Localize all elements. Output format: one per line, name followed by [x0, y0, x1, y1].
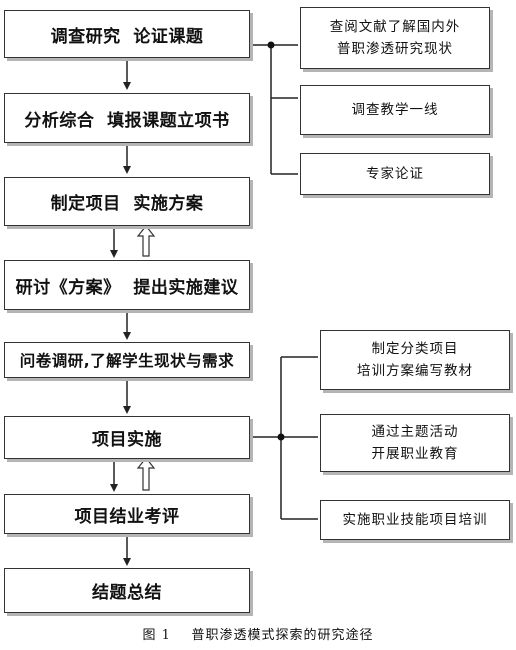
side-mid-1-line-1: 制定分类项目 [371, 341, 459, 357]
figure-caption: 图 1 普职渗透模式探索的研究途径 [142, 628, 374, 643]
step-7-label: 项目结业考评 [74, 506, 180, 527]
side-top-1-line-1: 查阅文献了解国内外 [329, 19, 461, 35]
top-bracket-node [267, 41, 275, 49]
side-mid-3-line-1: 实施职业技能项目培训 [342, 512, 488, 528]
step-1-box: 调查研究 论证课题 [4, 10, 250, 58]
side-mid-1-line-2: 培训方案编写教材 [357, 363, 473, 379]
step-2-box: 分析综合 填报课题立项书 [4, 93, 250, 143]
step-4-label: 研讨《方案》 提出实施建议 [15, 277, 239, 298]
feedback-arrow-4-3 [136, 225, 156, 257]
side-mid-3-box: 实施职业技能项目培训 [320, 500, 510, 540]
step-2-label: 分析综合 填报课题立项书 [24, 110, 230, 131]
side-top-3-line-1: 专家论证 [366, 166, 424, 182]
step-6-label: 项目实施 [92, 430, 162, 450]
mid-bracket-node [277, 433, 285, 441]
side-top-2-line-1: 调查教学一线 [351, 102, 439, 118]
step-5-label: 问卷调研,了解学生现状与需求 [19, 352, 235, 370]
side-top-1-box: 查阅文献了解国内外 普职渗透研究现状 [300, 7, 490, 69]
step-8-label: 结题总结 [92, 583, 162, 603]
step-6-box: 项目实施 [4, 416, 250, 459]
step-3-label: 制定项目 实施方案 [50, 194, 204, 214]
top-bracket [252, 44, 298, 175]
step-5-box: 问卷调研,了解学生现状与需求 [4, 342, 250, 378]
side-top-3-box: 专家论证 [300, 153, 490, 195]
step-8-box: 结题总结 [4, 568, 250, 613]
step-4-box: 研讨《方案》 提出实施建议 [4, 260, 250, 310]
mid-bracket [252, 356, 318, 520]
side-top-2-box: 调查教学一线 [300, 85, 490, 135]
side-mid-2-line-2: 开展职业教育 [371, 446, 459, 462]
side-mid-2-box: 通过主题活动 开展职业教育 [320, 414, 510, 472]
step-3-box: 制定项目 实施方案 [4, 177, 250, 226]
side-mid-2-line-1: 通过主题活动 [371, 424, 459, 440]
side-mid-1-box: 制定分类项目 培训方案编写教材 [320, 330, 510, 390]
step-1-label: 调查研究 论证课题 [50, 26, 204, 47]
step-7-box: 项目结业考评 [4, 494, 250, 534]
side-top-1-line-2: 普职渗透研究现状 [337, 41, 453, 57]
feedback-arrow-7-6 [136, 457, 156, 491]
